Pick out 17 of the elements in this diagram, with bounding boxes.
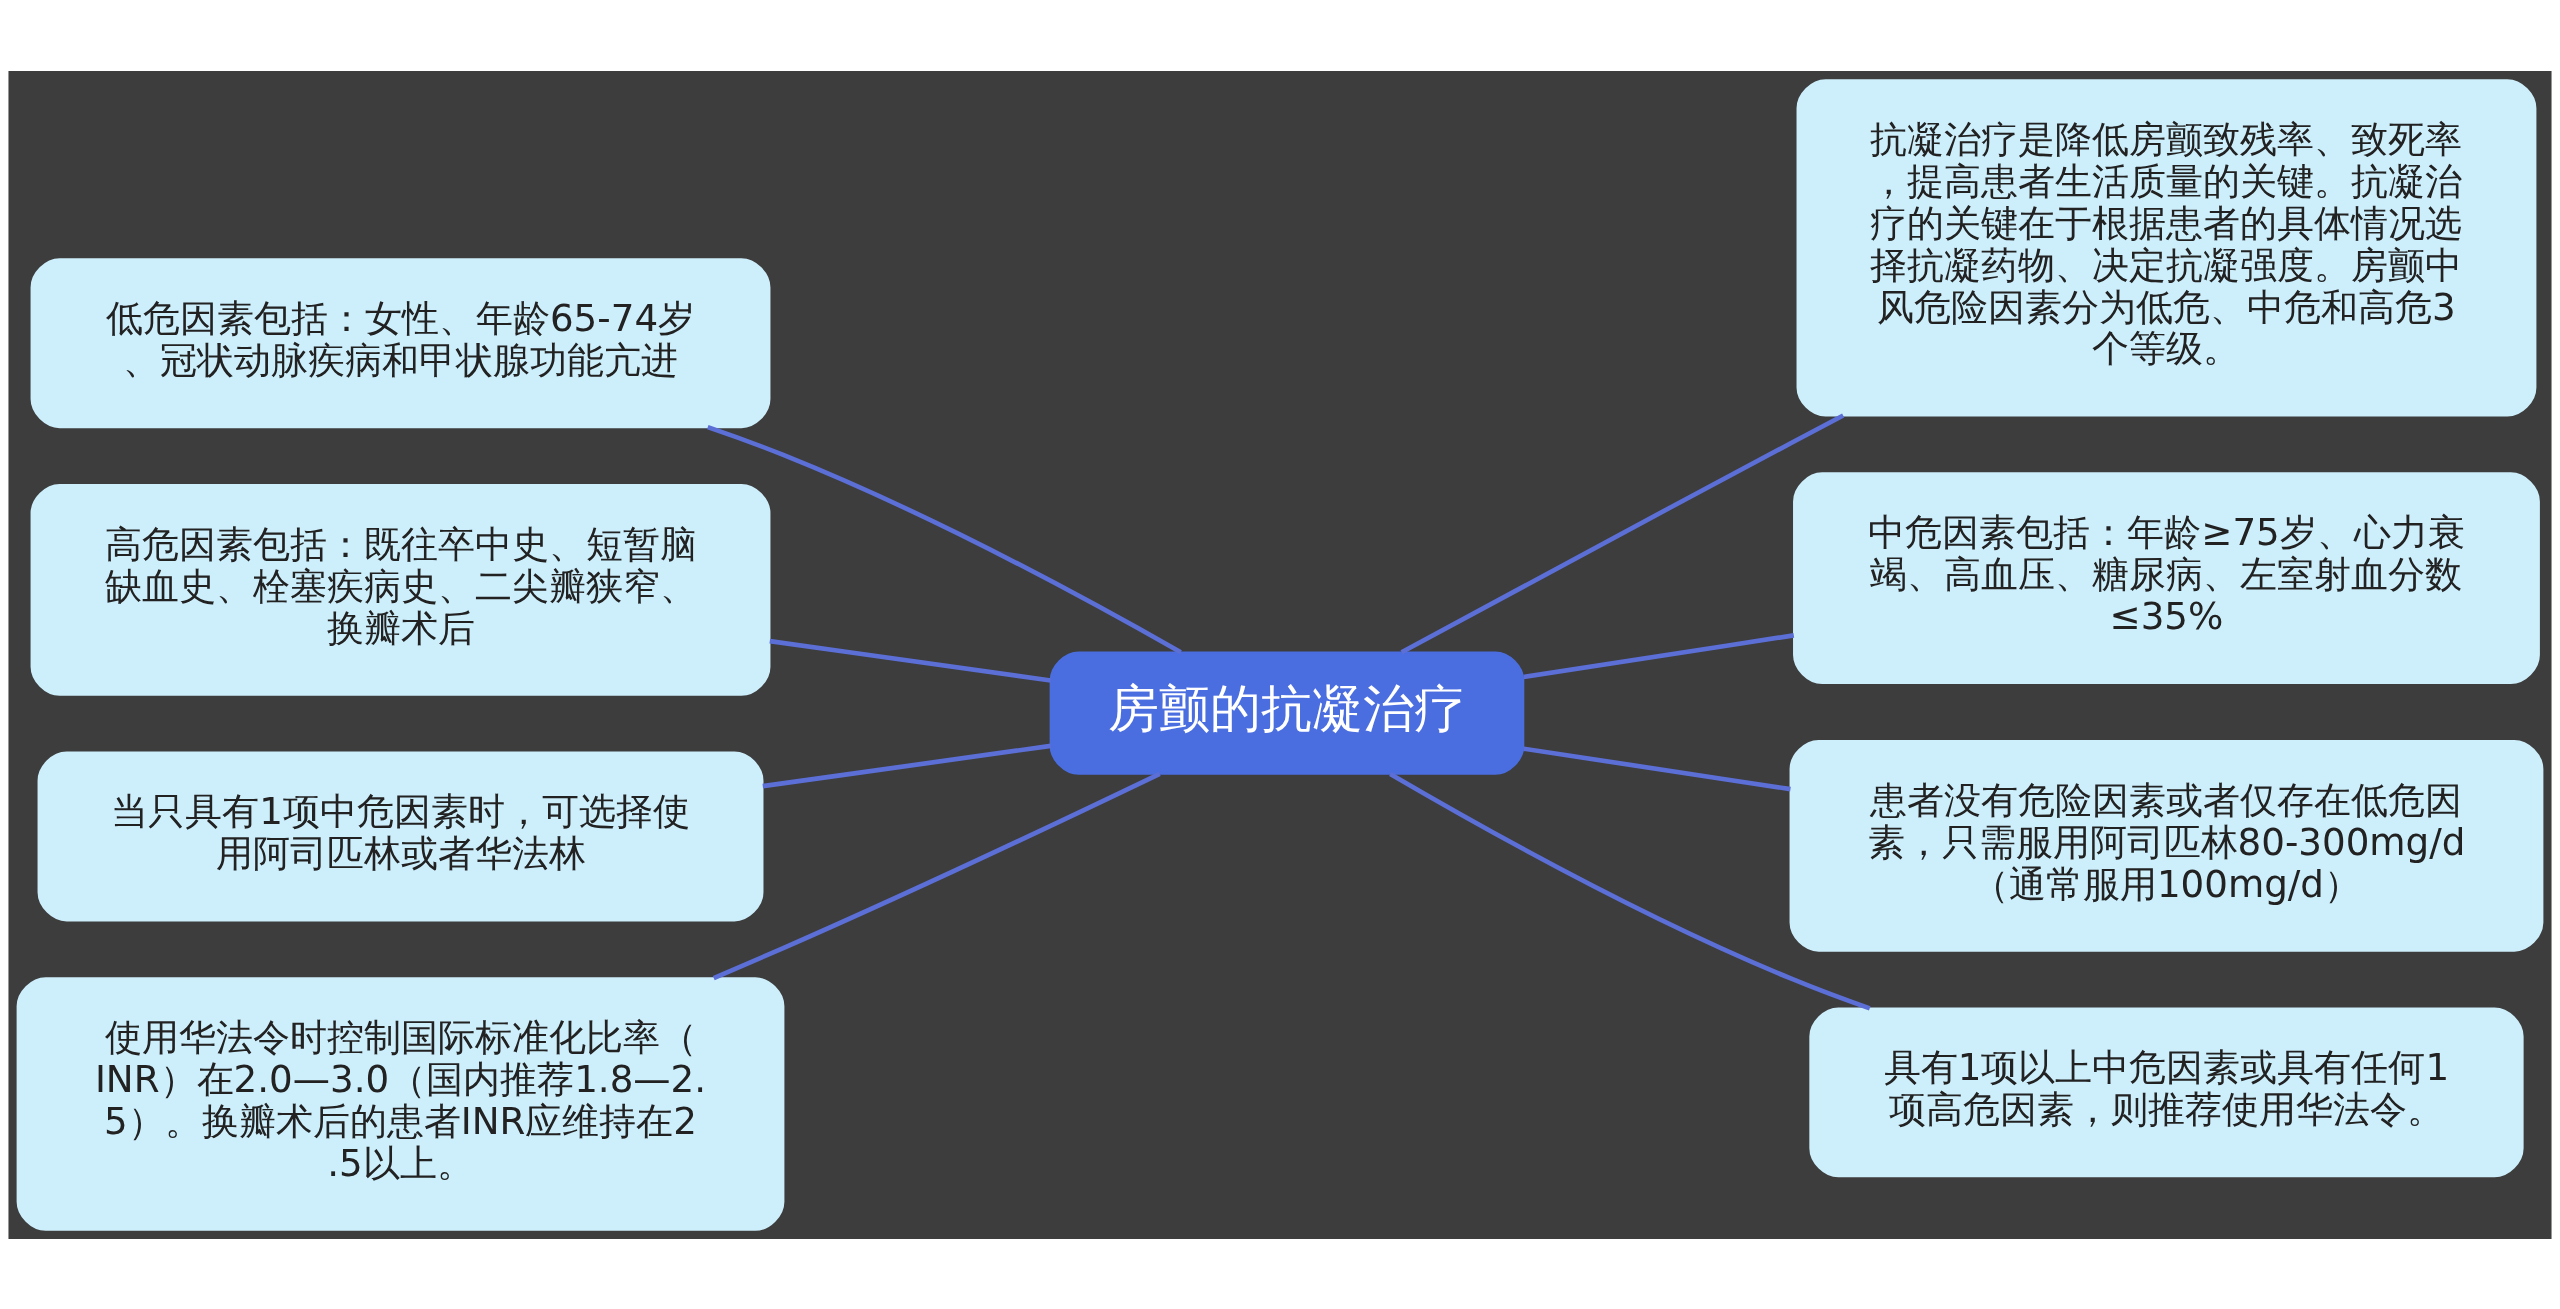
node-box: 高危因素包括：既往卒中史、短暂脑缺血史、栓塞疾病史、二尖瓣狭窄、换瓣术后 xyxy=(30,483,771,696)
node-box: 低危因素包括：女性、年龄65-74岁、冠状动脉疾病和甲状腺功能亢进 xyxy=(30,257,771,428)
connector xyxy=(762,743,1052,788)
node-box: 使用华法令时控制国际标准化比率（INR）在2.0—3.0（国内推荐1.8—2.5）。换瓣术后的患者INR应维持在2.5以上。 xyxy=(16,976,785,1231)
node-box: 中危因素包括：年龄≥75岁、心力衰竭、高血压、糖尿病、左室射血分数≤35% xyxy=(1793,471,2540,684)
connector xyxy=(1523,745,1791,791)
connector xyxy=(1389,771,1871,1011)
connector xyxy=(1523,632,1795,679)
connector xyxy=(769,638,1052,683)
connector xyxy=(707,424,1182,654)
node-box: 患者没有危险因素或者仅存在低危因素，只需服用阿司匹林80-300mg/d（通常服用100mg/d） xyxy=(1789,739,2544,952)
connector xyxy=(712,771,1161,980)
node-box: 当只具有1项中危因素时，可选择使用阿司匹林或者华法林 xyxy=(37,751,764,921)
connector xyxy=(1400,412,1845,654)
node-box: 抗凝治疗是降低房颤致残率、致死率，提高患者生活质量的关键。抗凝治疗的关键在于根据患者的具体情况选择抗凝药物、决定抗凝强度。房颤中风危险因素分为低危、中危和高危3个等级。 xyxy=(1796,78,2537,416)
node-box: 具有1项以上中危因素或具有任何1项高危因素，则推荐使用华法令。 xyxy=(1809,1007,2524,1177)
node-box: 房颤的抗凝治疗 xyxy=(1049,651,1525,775)
